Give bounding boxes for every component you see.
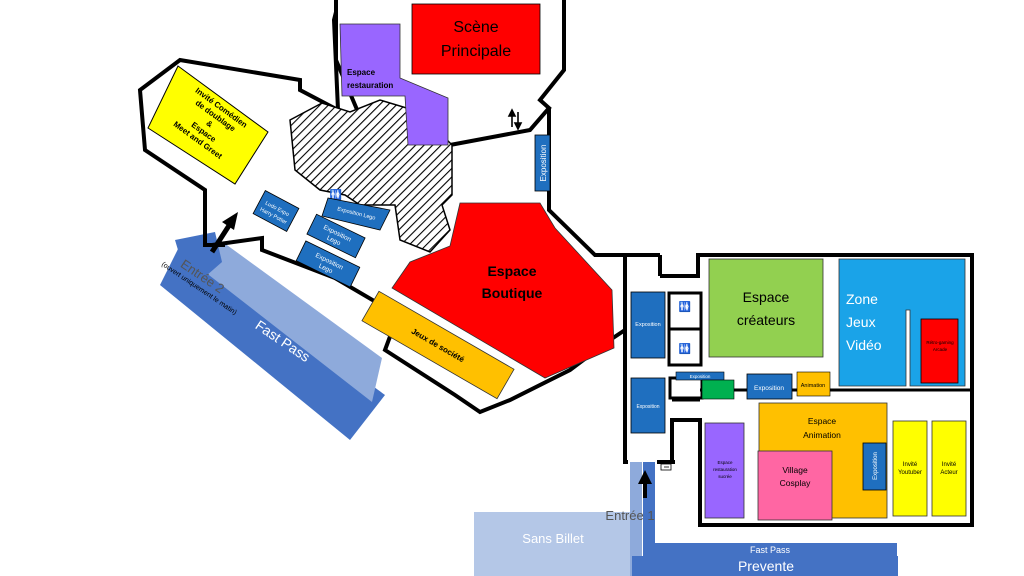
queue-prevente-left <box>160 245 385 440</box>
zone-ludo-expo[interactable]: Ludo Expo Harry Potter <box>252 190 300 232</box>
invite-youtuber-line1: Invité <box>903 462 918 468</box>
zone-exposition-mid[interactable] <box>746 373 793 400</box>
queue-entree1-lane-a <box>630 462 642 576</box>
zone-green-block[interactable] <box>701 379 735 400</box>
espace-restauration-2-line1: Espace <box>717 460 733 465</box>
zone-exposition-left-a[interactable] <box>630 291 666 359</box>
queue-lanes-left <box>160 232 385 440</box>
queue-lanes-bottom <box>474 462 898 576</box>
zone-espace-createurs[interactable] <box>708 258 824 358</box>
building-walls <box>137 0 974 527</box>
espace-boutique-line1: Espace <box>487 263 536 279</box>
entrance-arrow-icon-1 <box>638 470 652 498</box>
sans-billet-label: Sans Billet <box>522 531 584 546</box>
zone-exposition-small[interactable] <box>675 371 725 381</box>
espace-animation-line2: Animation <box>803 430 841 440</box>
zone-invite-comedien[interactable] <box>147 65 269 185</box>
espace-restauration-line2: restauration <box>347 81 393 90</box>
zone-invite-acteur[interactable] <box>931 420 967 517</box>
invite-acteur-line2: Acteur <box>940 470 957 476</box>
village-cosplay-line1: Village <box>782 465 808 475</box>
invite-acteur-line1: Invité <box>942 462 957 468</box>
espace-boutique-line2: Boutique <box>482 285 543 301</box>
espace-createurs-line2: créateurs <box>737 312 795 328</box>
zone-jeux-video-line1: Zone <box>846 291 878 307</box>
entree-1-label: Entrée 1 <box>605 508 654 523</box>
retro-gaming-line1: Rétro-gaming <box>926 340 954 345</box>
prevente-bottom-label: Prevente <box>738 558 794 574</box>
scene-principale-line1: Scène <box>453 19 498 36</box>
queue-sans-billet <box>474 512 632 576</box>
exposition-left-b-label: Exposition <box>636 404 659 410</box>
zone-espace-boutique[interactable] <box>391 202 615 379</box>
queue-fast-pass-bottom <box>655 543 897 556</box>
exposition-left-a-label: Exposition <box>635 322 660 328</box>
entrance-arrow-icon <box>209 212 238 254</box>
espace-restauration-2-line3: sucrée <box>718 474 732 479</box>
espace-restauration-line1: Espace <box>347 68 376 77</box>
zone-village-cosplay[interactable] <box>757 450 833 521</box>
zone-invite-youtuber[interactable] <box>892 420 928 517</box>
queue-fast-pass-left <box>205 240 382 402</box>
fast-pass-bottom-label: Fast Pass <box>750 545 791 555</box>
exposition-right-label: Exposition <box>873 452 879 480</box>
zone-jeux-video-line2: Jeux <box>846 314 876 330</box>
retro-gaming-line2: Arcade <box>933 347 948 352</box>
zone-exposition-right[interactable] <box>862 442 887 491</box>
toilets-icon-b: 🚻 <box>679 342 691 355</box>
zone-espace-restauration-2[interactable] <box>704 422 745 519</box>
zone-jeux-video-line3: Vidéo <box>846 337 882 353</box>
espace-animation-line1: Espace <box>808 416 837 426</box>
invite-youtuber-line2: Youtuber <box>898 470 922 476</box>
village-cosplay-line2: Cosplay <box>780 478 811 488</box>
zone-exposition-lego-1[interactable] <box>321 197 391 231</box>
zone-retro-gaming[interactable] <box>920 318 959 384</box>
zone-exposition-lego-3[interactable]: Exposition Lego <box>295 240 361 288</box>
zone-exposition-lego-2[interactable]: Exposition Lego <box>306 213 366 259</box>
zone-scene-principale[interactable] <box>411 3 541 75</box>
zone-espace-restauration[interactable] <box>339 23 449 146</box>
toilets-icon: 🚻 <box>330 188 342 201</box>
toilets-icon-a: 🚻 <box>679 300 691 313</box>
espace-createurs-line1: Espace <box>743 289 790 305</box>
zone-exposition-left-b[interactable] <box>630 377 666 434</box>
escalator-icon <box>507 108 523 131</box>
animation-small-label: Animation <box>801 383 825 389</box>
queue-prevente-bottom <box>632 556 898 576</box>
exposition-vertical-label: Exposition <box>539 145 548 182</box>
zone-exposition-vertical[interactable] <box>534 134 551 192</box>
ticket-icon <box>660 463 672 471</box>
exposition-small-label: Exposition <box>690 374 711 379</box>
scene-principale-line2: Principale <box>441 43 511 60</box>
invite-comedien-line3: & <box>204 119 214 130</box>
espace-restauration-2-line2: restauration <box>713 467 737 472</box>
exposition-mid-label: Exposition <box>754 385 784 392</box>
zone-animation-small[interactable] <box>796 371 831 397</box>
